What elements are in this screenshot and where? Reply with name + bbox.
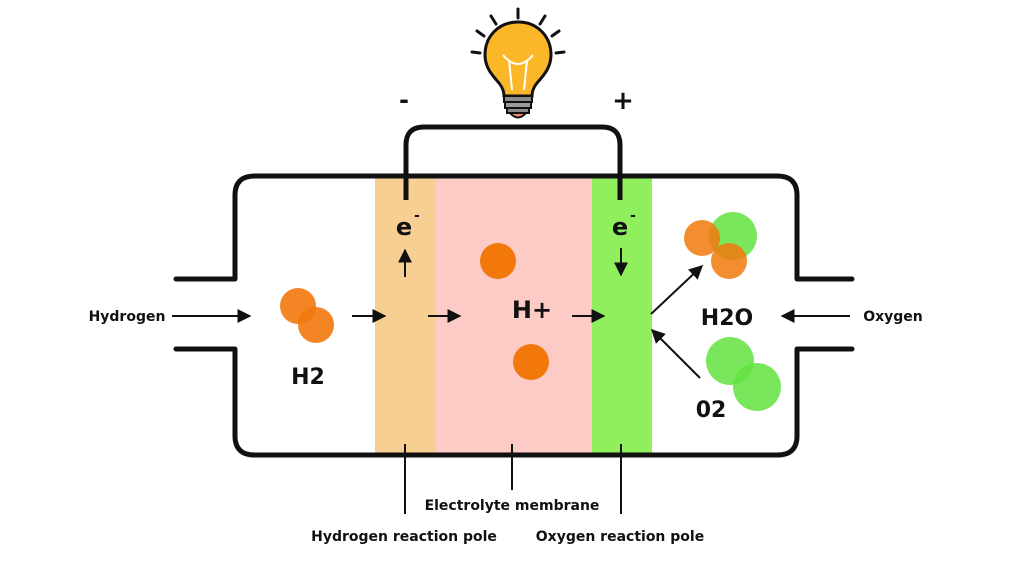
oxygen-input-label: Oxygen: [863, 309, 923, 325]
h2-label: H2: [291, 365, 325, 390]
hydrogen-atom: [711, 243, 747, 279]
electrolyte-membrane-label: Electrolyte membrane: [425, 498, 600, 514]
electron-charge-anode: -: [414, 208, 420, 224]
proton-atom: [480, 243, 516, 279]
hydrogen-pole-label: Hydrogen reaction pole: [311, 529, 497, 545]
negative-terminal-label: -: [399, 86, 409, 114]
light-bulb-icon: [470, 7, 566, 119]
electron-charge-cathode: -: [630, 208, 636, 224]
o2-label: 02: [696, 398, 727, 423]
proton-label: H+: [512, 296, 552, 324]
oxygen-atom: [733, 363, 781, 411]
water-out-arrow: [650, 265, 704, 315]
hydrogen-input-label: Hydrogen: [89, 309, 166, 325]
proton-atom: [513, 344, 549, 380]
hydrogen-atom: [298, 307, 334, 343]
hydrogen-atom: [684, 220, 720, 256]
circuit-wire: [403, 124, 623, 200]
oxygen-pole-label: Oxygen reaction pole: [536, 529, 704, 545]
positive-terminal-label: +: [612, 86, 634, 116]
electron-label-anode: e: [396, 213, 412, 241]
membrane-band: [436, 177, 592, 454]
h2o-label: H2O: [701, 306, 753, 331]
electron-label-cathode: e: [612, 213, 628, 241]
oxygen-in-arrow: [651, 329, 701, 379]
cell-outline: [173, 173, 855, 458]
